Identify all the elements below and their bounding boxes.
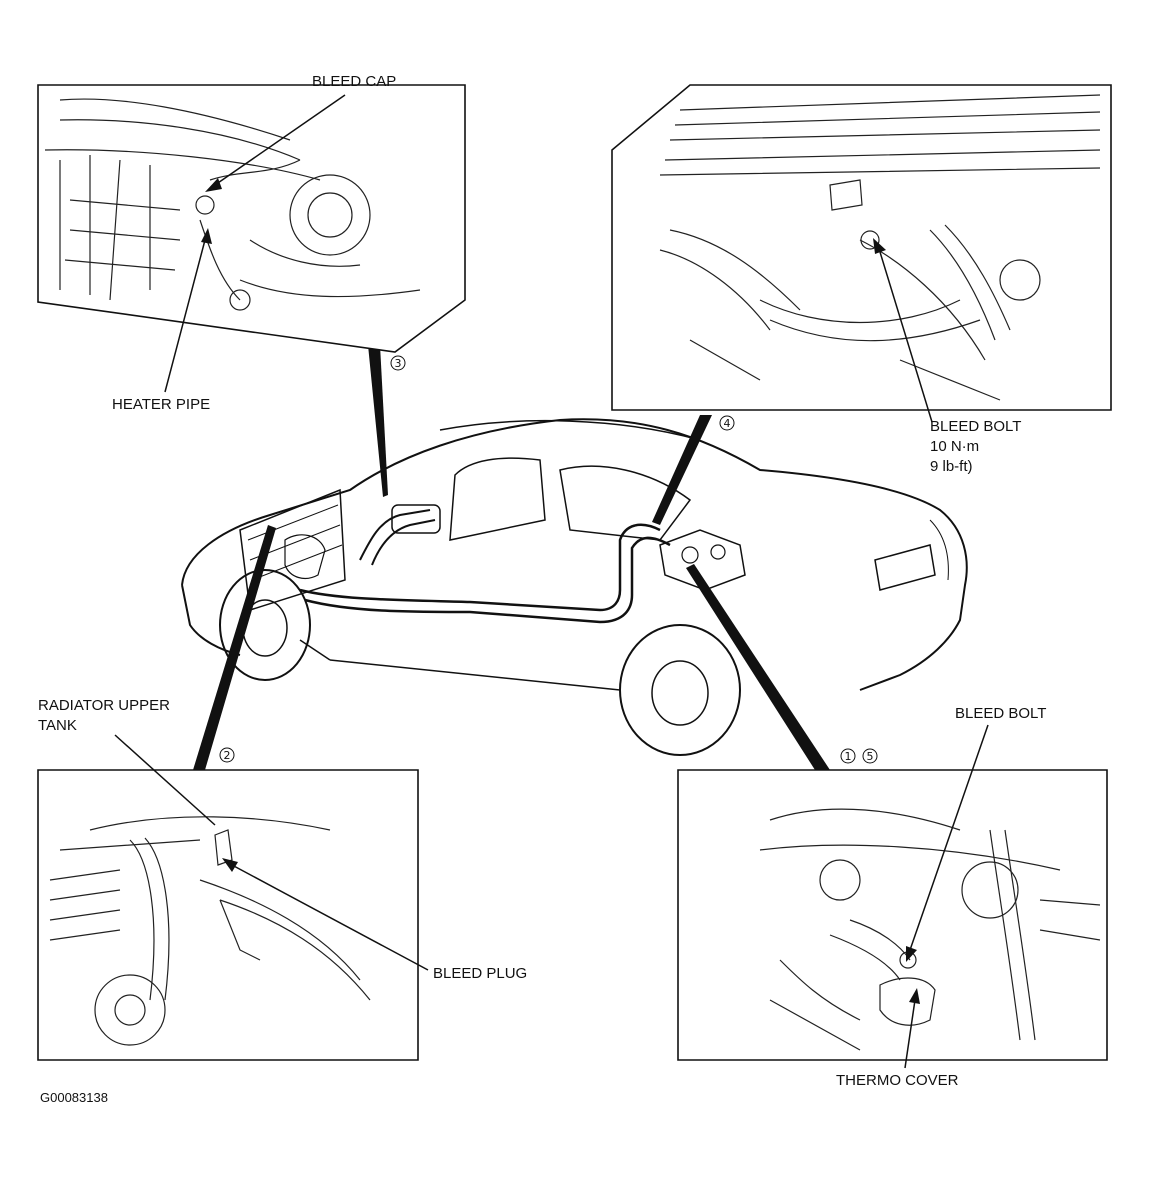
callout-markers: 3 4 2 1 5 xyxy=(219,355,878,764)
label-radiator-upper: RADIATOR UPPER xyxy=(38,697,170,714)
label-thermo-cover: THERMO COVER xyxy=(836,1072,959,1089)
arrow-icon xyxy=(906,946,917,962)
label-torque-lbft: 9 lb-ft) xyxy=(930,458,973,475)
labels: BLEED CAP HEATER PIPE BLEED BOLT 10 N·m … xyxy=(38,73,1046,1105)
arrow-icon xyxy=(873,238,886,254)
arrow-icon xyxy=(205,178,222,192)
leader-bands xyxy=(193,345,830,770)
callout-2: 2 xyxy=(224,749,231,762)
arrow-icon xyxy=(222,858,238,872)
callout-1: 1 xyxy=(845,750,852,763)
label-radiator-tank: TANK xyxy=(38,717,77,734)
arrow-icon xyxy=(909,988,920,1004)
label-bleed-plug: BLEED PLUG xyxy=(433,965,527,982)
label-pointers xyxy=(114,94,989,1069)
arrow-icon xyxy=(201,228,212,244)
label-bleed-bolt-bottom: BLEED BOLT xyxy=(955,705,1046,722)
label-heater-pipe: HEATER PIPE xyxy=(112,396,210,413)
callout-4: 4 xyxy=(724,417,731,430)
detail-panel-thermostat xyxy=(677,769,1108,1061)
callout-3: 3 xyxy=(395,357,402,370)
label-torque-nm: 10 N·m xyxy=(930,438,979,455)
figure-id: G00083138 xyxy=(40,1090,108,1105)
callout-5: 5 xyxy=(867,750,874,763)
detail-panel-radiator xyxy=(37,769,419,1061)
detail-panel-rear-engine xyxy=(611,84,1112,411)
car-illustration xyxy=(181,418,968,756)
label-bleed-bolt-top: BLEED BOLT xyxy=(930,418,1021,435)
label-bleed-cap: BLEED CAP xyxy=(312,73,396,90)
detail-panel-heater xyxy=(37,84,466,353)
